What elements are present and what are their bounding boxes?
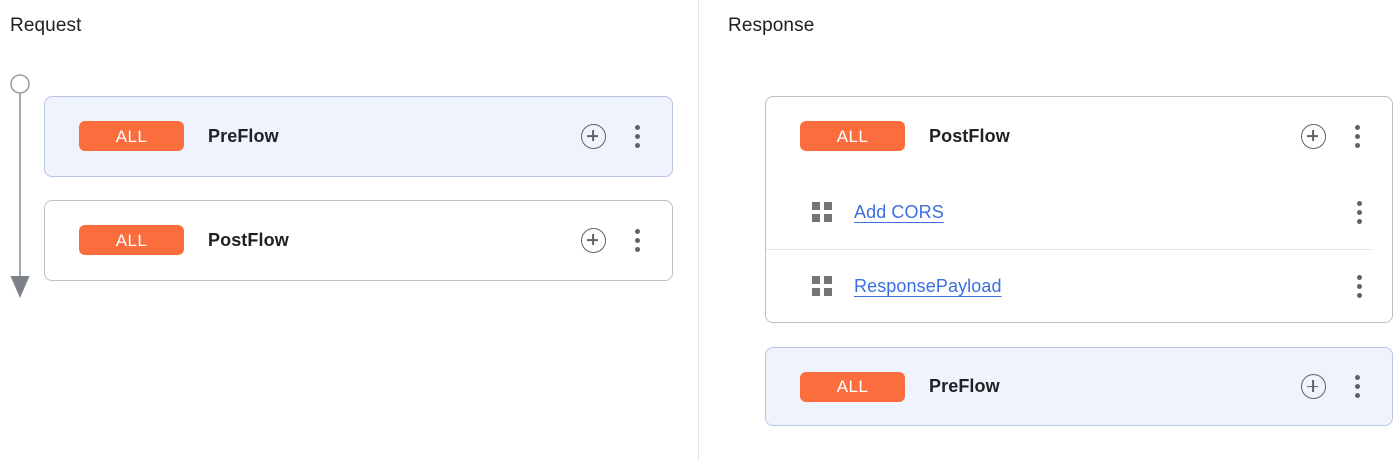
plus-circle-icon [1300, 123, 1326, 149]
policy-menu-button[interactable] [1342, 269, 1376, 303]
policy-row[interactable]: ResponsePayload [766, 249, 1392, 323]
plus-circle-icon [580, 123, 606, 149]
row-actions [1296, 97, 1392, 175]
row-actions [576, 97, 672, 175]
add-policy-button[interactable] [576, 119, 610, 153]
flow-name-label: PreFlow [929, 376, 1000, 396]
flow-menu-button[interactable] [1340, 119, 1374, 153]
flow-name-label: PostFlow [208, 229, 289, 250]
method-badge: ALL [800, 371, 905, 402]
response-pane: Response ALL PostFlow [699, 0, 1393, 461]
row-actions [1296, 348, 1392, 425]
request-flow-arrow-down-icon [8, 70, 32, 302]
method-badge: ALL [79, 225, 184, 255]
more-vert-icon [634, 228, 640, 252]
response-flow-card-preflow[interactable]: ALL PreFlow [765, 347, 1393, 426]
flow-menu-button[interactable] [620, 223, 654, 257]
flow-header-row[interactable]: ALL PreFlow [766, 348, 1392, 425]
policy-menu-button[interactable] [1342, 195, 1376, 229]
more-vert-icon [634, 124, 640, 148]
policy-row[interactable]: Add CORS [766, 175, 1392, 249]
add-policy-button[interactable] [576, 223, 610, 257]
row-actions [576, 201, 672, 279]
method-badge: ALL [79, 121, 184, 151]
flow-menu-button[interactable] [620, 119, 654, 153]
policy-link[interactable]: Add CORS [854, 201, 944, 222]
request-flow-card-preflow[interactable]: ALL PreFlow [44, 96, 673, 177]
policy-link[interactable]: ResponsePayload [854, 275, 1002, 296]
add-policy-button[interactable] [1296, 370, 1330, 404]
plus-circle-icon [580, 227, 606, 253]
method-badge: ALL [800, 121, 905, 151]
flow-name-label: PostFlow [929, 125, 1010, 146]
row-actions [1342, 175, 1392, 249]
flow-name-label: PreFlow [208, 125, 279, 146]
policy-grid-icon [812, 202, 832, 222]
flow-header-row[interactable]: ALL PostFlow [45, 201, 672, 279]
policy-grid-icon [812, 276, 832, 296]
flow-header-row[interactable]: ALL PostFlow [766, 97, 1392, 175]
flow-menu-button[interactable] [1340, 370, 1374, 404]
pane-divider [698, 0, 699, 461]
response-pane-title: Response [728, 15, 815, 36]
request-pane: Request ALL PreFlow [0, 0, 698, 461]
response-flow-card-postflow[interactable]: ALL PostFlow Add CORS [765, 96, 1393, 323]
more-vert-icon [1356, 274, 1362, 298]
more-vert-icon [1356, 200, 1362, 224]
flow-header-row[interactable]: ALL PreFlow [45, 97, 672, 175]
more-vert-icon [1354, 375, 1360, 398]
plus-circle-icon [1300, 374, 1326, 399]
row-actions [1342, 249, 1392, 323]
request-pane-title: Request [10, 15, 82, 36]
request-flow-card-postflow[interactable]: ALL PostFlow [44, 200, 673, 281]
add-policy-button[interactable] [1296, 119, 1330, 153]
more-vert-icon [1354, 124, 1360, 148]
